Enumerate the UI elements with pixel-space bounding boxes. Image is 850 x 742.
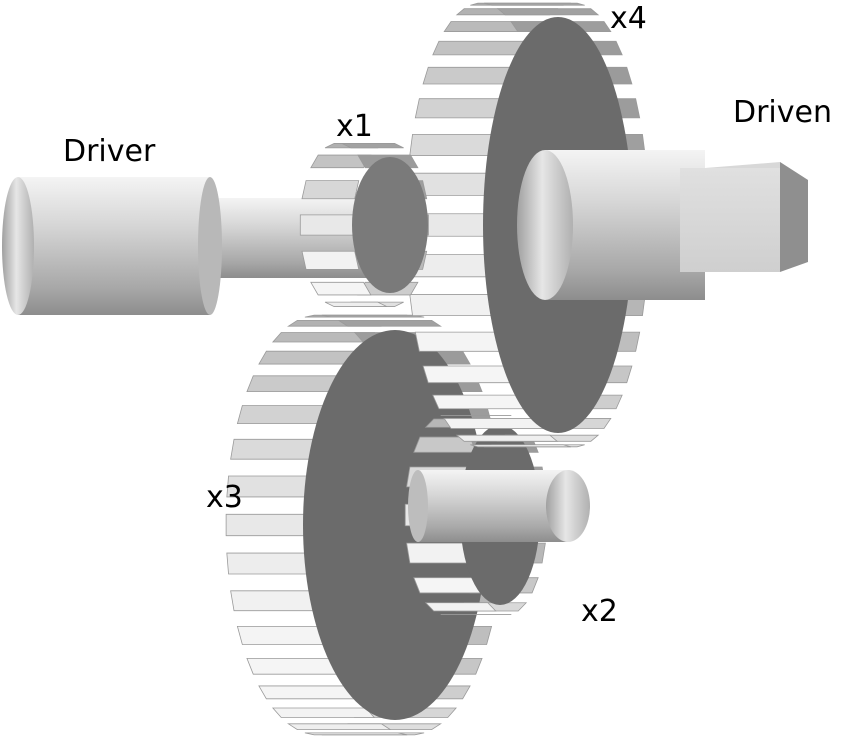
gear-x2-tooth	[406, 542, 473, 564]
gear-x1-tooth	[301, 180, 360, 200]
gear-x4-tooth	[443, 418, 545, 429]
gear-x3	[225, 314, 504, 736]
driven-shaft	[517, 150, 808, 300]
gear-x3-tooth	[304, 732, 408, 736]
gear-x3-tooth	[258, 685, 361, 700]
gear-x1-tooth	[324, 301, 388, 307]
gear-x3-tooth	[321, 314, 425, 318]
gear-x2-shaft	[408, 470, 590, 542]
driven-label: Driven	[733, 95, 832, 130]
gear-x1	[299, 143, 429, 307]
gear-x2-tooth	[424, 602, 497, 612]
gear-x3-tooth	[271, 707, 376, 718]
gear-x1-tooth	[299, 214, 354, 236]
gear-x3-tooth	[258, 350, 361, 365]
gear-x4-tooth	[496, 8, 600, 16]
gear-x3-tooth	[287, 723, 392, 731]
gear-x4-label: x4	[610, 1, 647, 36]
gear-x1-face	[352, 157, 428, 293]
gear-x3-label: x3	[206, 480, 243, 515]
gear-x4-tooth	[455, 434, 559, 442]
driver-label: Driver	[63, 134, 156, 169]
gear-x1-label: x1	[336, 109, 373, 144]
gear-x2-tooth	[413, 577, 483, 594]
gear-x2-label: x2	[581, 594, 618, 629]
gear-x4-tooth	[484, 2, 585, 6]
gear-x3-tooth	[337, 319, 442, 327]
gear-x1-tooth	[341, 143, 404, 149]
gear-x1-tooth	[310, 281, 372, 296]
gear-x1-tooth	[301, 250, 360, 270]
gear-x4-tooth	[470, 444, 571, 448]
